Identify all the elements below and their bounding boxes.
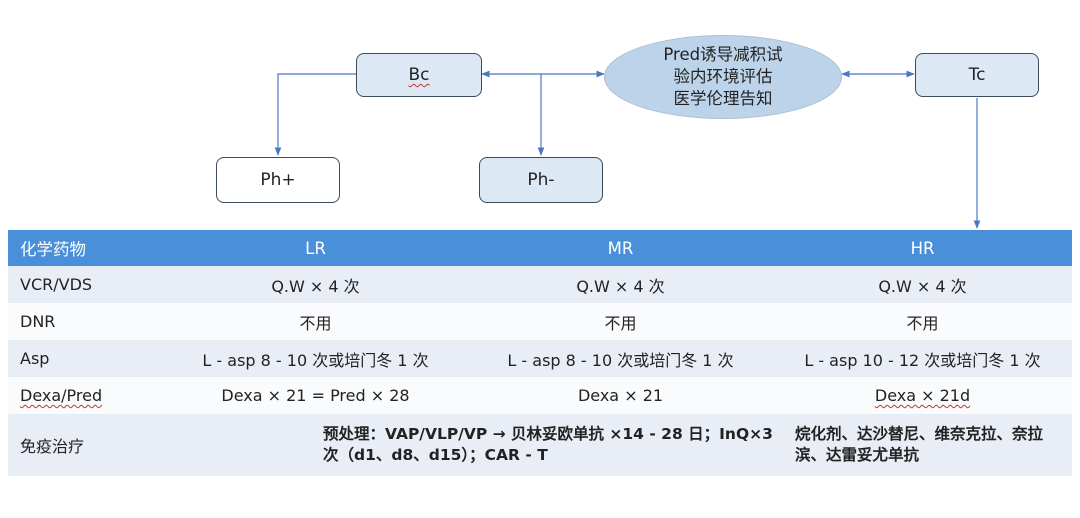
cell-lr: L - asp 8 - 10 次或培门冬 1 次 [163, 340, 468, 377]
cell-lr: Q.W × 4 次 [163, 266, 468, 303]
center-line-2: 验内环境评估 [673, 67, 773, 86]
cell-drug: DNR [8, 303, 163, 340]
cell-lr: Dexa × 21 = Pred × 28 [163, 377, 468, 414]
table-row: VCR/VDS Q.W × 4 次 Q.W × 4 次 Q.W × 4 次 [8, 266, 1072, 303]
table-header-row: 化学药物 LR MR HR [8, 230, 1072, 266]
cell-hr: Dexa × 21d [773, 377, 1072, 414]
cell-drug: 免疫治疗 [8, 414, 163, 476]
header-mr: MR [468, 230, 773, 266]
ph-positive-node: Ph+ [216, 157, 340, 203]
header-drug: 化学药物 [8, 230, 163, 266]
cell-hr-immune: 烷化剂、达沙替尼、维奈克拉、奈拉滨、达雷妥尤单抗 [773, 414, 1072, 476]
cell-mr: Dexa × 21 [468, 377, 773, 414]
ph-negative-label: Ph- [527, 170, 555, 190]
cell-lr: 不用 [163, 303, 468, 340]
table-row: DNR 不用 不用 不用 [8, 303, 1072, 340]
header-hr: HR [773, 230, 1072, 266]
cell-mr: Q.W × 4 次 [468, 266, 773, 303]
flow-connectors [274, 70, 981, 229]
cell-mr: 不用 [468, 303, 773, 340]
bc-node: Bc [356, 53, 482, 97]
cell-drug-text: Dexa/Pred [20, 386, 103, 405]
risk-drug-table: 化学药物 LR MR HR VCR/VDS Q.W × 4 次 Q.W × 4 … [8, 230, 1072, 476]
tc-node: Tc [915, 53, 1039, 97]
cell-hr: Q.W × 4 次 [773, 266, 1072, 303]
center-assessment-node: Pred诱导减积试 验内环境评估 医学伦理告知 [604, 35, 842, 119]
table-row: Asp L - asp 8 - 10 次或培门冬 1 次 L - asp 8 -… [8, 340, 1072, 377]
bc-label: Bc [408, 65, 430, 85]
cell-drug: Asp [8, 340, 163, 377]
tc-label: Tc [968, 65, 986, 85]
cell-mr: L - asp 8 - 10 次或培门冬 1 次 [468, 340, 773, 377]
connector-bc-phpos [274, 73, 356, 156]
cell-lr-mr-immune: 预处理：VAP/VLP/VP → 贝林妥欧单抗 ×14 - 28 日；InQ×3… [163, 414, 773, 476]
cell-hr-text: Dexa × 21d [874, 386, 971, 405]
cell-drug: VCR/VDS [8, 266, 163, 303]
center-line-1: Pred诱导减积试 [663, 45, 783, 64]
header-lr: LR [163, 230, 468, 266]
cell-hr: 不用 [773, 303, 1072, 340]
ph-positive-label: Ph+ [260, 170, 296, 190]
cell-drug: Dexa/Pred [8, 377, 163, 414]
cell-hr: L - asp 10 - 12 次或培门冬 1 次 [773, 340, 1072, 377]
center-line-3: 医学伦理告知 [673, 89, 773, 108]
table-row: Dexa/Pred Dexa × 21 = Pred × 28 Dexa × 2… [8, 377, 1072, 414]
table-row-immune: 免疫治疗 预处理：VAP/VLP/VP → 贝林妥欧单抗 ×14 - 28 日；… [8, 414, 1072, 476]
ph-negative-node: Ph- [479, 157, 603, 203]
